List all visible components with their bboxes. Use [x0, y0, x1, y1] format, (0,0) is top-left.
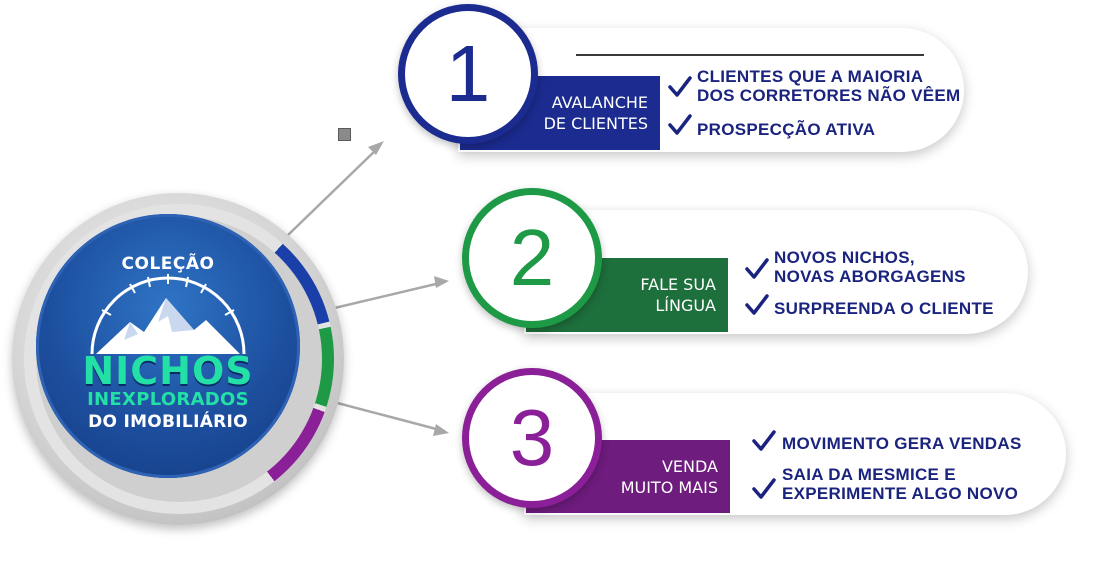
- arrow-line-3: [324, 398, 442, 432]
- step-3-tag-line-2: MUITO MAIS: [620, 477, 718, 497]
- step-3-number-circle: 3: [462, 368, 602, 508]
- step-1-item-2-line-1: PROSPECÇÃO ATIVA: [697, 120, 876, 139]
- emblem-subtitle: INEXPLORADOS: [87, 389, 249, 410]
- step-2-item-1: NOVOS NICHOS, NOVAS ABORGAGENS: [774, 248, 966, 286]
- step-2-item-2: SURPREENDA O CLIENTE: [774, 299, 994, 318]
- step-3-item-2-line-1: SAIA DA MESMICE E: [782, 465, 956, 484]
- step-1-number-circle: 1: [398, 4, 538, 144]
- step-2-item-1-line-2: NOVAS ABORGAGENS: [774, 267, 966, 286]
- step-2-number: 2: [509, 213, 555, 302]
- step-2-item-2-line-1: SURPREENDA O CLIENTE: [774, 299, 994, 318]
- step-3-item-1-line-1: MOVIMENTO GERA VENDAS: [782, 434, 1022, 453]
- step-2-item-1-line-1: NOVOS NICHOS,: [774, 248, 915, 267]
- emblem-caption: DO IMOBILIÁRIO: [88, 412, 248, 432]
- step-3-tag-line-1: VENDA: [661, 456, 718, 476]
- arrow-line-1: [286, 146, 380, 237]
- step-2-tag-line-1: FALE SUA: [640, 275, 716, 294]
- arrow-line-2: [324, 281, 442, 312]
- arrow-head-1: [368, 141, 384, 155]
- step-1-tag-line-2: DE CLIENTES: [543, 114, 648, 133]
- step-3-number: 3: [509, 393, 555, 482]
- mountain-icon: [90, 274, 246, 355]
- arrow-head-2: [434, 276, 449, 288]
- check-icon: [745, 258, 769, 279]
- check-icon: [668, 114, 692, 135]
- step-2-number-circle: 2: [462, 188, 602, 328]
- step-2-tag-line-2: LÍNGUA: [655, 296, 716, 315]
- emblem-title: NICHOS: [82, 349, 254, 393]
- step-3-item-2: SAIA DA MESMICE E EXPERIMENTE ALGO NOVO: [782, 465, 1018, 503]
- check-icon: [668, 76, 692, 97]
- emblem-collection-label: COLEÇÃO: [121, 254, 215, 274]
- step-1-item-1-line-2: DOS CORRETORES NÃO VÊEM: [697, 86, 961, 105]
- step-1-top-line: [576, 54, 924, 56]
- marker-square: [338, 128, 351, 141]
- step-1-tag-line-1: AVALANCHE: [551, 93, 648, 112]
- step-3-item-1: MOVIMENTO GERA VENDAS: [782, 434, 1022, 453]
- arrow-head-3: [433, 424, 449, 436]
- check-icon: [745, 294, 769, 315]
- check-icon: [752, 430, 776, 451]
- step-1-item-2: PROSPECÇÃO ATIVA: [697, 120, 875, 139]
- step-1-item-1-line-1: CLIENTES QUE A MAIORIA: [697, 67, 924, 86]
- step-3-item-2-line-2: EXPERIMENTE ALGO NOVO: [782, 484, 1019, 503]
- step-1-number: 1: [445, 29, 491, 118]
- step-1-item-1: CLIENTES QUE A MAIORIA DOS CORRETORES NÃ…: [697, 67, 961, 105]
- check-icon: [752, 478, 776, 499]
